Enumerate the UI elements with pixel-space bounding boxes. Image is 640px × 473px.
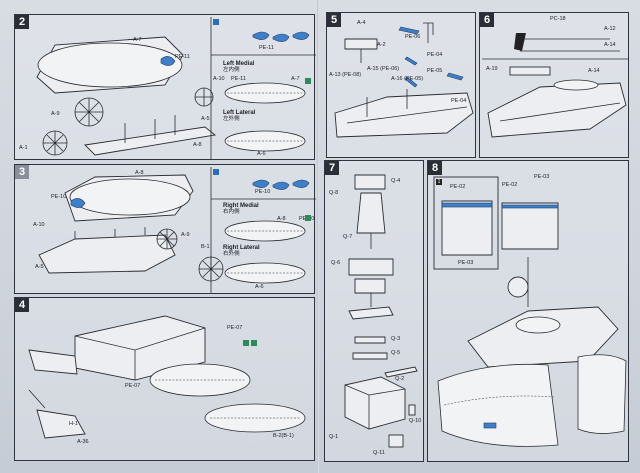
step-number: 4 [15,298,29,312]
part-label: A-4 [357,20,366,26]
step-number: 8 [428,161,442,175]
part-label: PE-04 [427,52,443,58]
part-label: A-2 [377,42,386,48]
step-8-panel: 8 1 PE-02 PE-03 PE-03 PE-02 [427,160,629,462]
part-label: A-1 [19,145,28,151]
part-label: A-9 [181,232,190,238]
step-3-panel: 3 A-8 PE-10 A-10 A-9 B-1 A-5 PE-10 Right… [14,164,316,294]
track-part-label: PE-11 [231,76,246,82]
part-label: PE-05 [427,68,443,74]
step-number: 5 [327,13,341,27]
part-label: Q-8 [329,190,339,196]
part-label: Q-11 [373,450,385,456]
step-3-drawing [38,167,316,293]
pe-part [160,56,176,66]
part-label: A-10 [213,76,225,82]
part-label: A-13 (PE-08) [329,72,362,78]
left-lateral-cn: 左外側 [223,116,240,122]
track-part-label: A-7 [291,76,300,82]
part-label: PE-07 [125,383,141,389]
step-5-drawing [334,22,474,138]
part-label: PE-11 [175,54,190,60]
pe-marker-icon [213,19,219,25]
step-8-drawing [433,176,627,447]
step-6-panel: 6 PC-18 A-12 A-14 A-14 A-19 [479,12,629,158]
part-label: PE-10 [51,194,67,200]
pe-marker-icon [243,340,249,346]
step-6-drawing [482,33,628,138]
step-number: 7 [325,161,339,175]
part-label: Q-5 [391,350,401,356]
part-label: A-14 [604,42,616,48]
pe-label: PE-10 [255,189,271,195]
part-label: A-10 [33,222,45,228]
track-part-label: A-8 [277,216,286,222]
pe-marker-icon [213,169,219,175]
step-7-panel: 7 Q-4 Q-8 Q-7 Q-6 Q-3 Q-5 Q-2 Q-1 Q-10 Q… [324,160,424,462]
right-medial-label: Right Medial [223,203,259,209]
step-7-drawing [344,174,418,448]
part-label: PE-02 [502,182,518,188]
part-label: A-9 [51,111,60,117]
track-part-label: A-6 [257,151,266,157]
track-part-label: A-6 [255,284,264,290]
part-label: A-15 (PE-06) [367,66,400,72]
part-label: Q-4 [391,178,401,184]
left-medial-label: Left Medial [223,61,255,67]
pe-label: PE-11 [259,45,274,51]
right-lateral-label: Right Lateral [223,245,260,251]
part-label: PC-18 [550,16,566,22]
part-label: H-1 [69,421,78,427]
step-number: 3 [15,165,29,179]
pe-marker-icon [305,78,311,84]
pe-marker-icon [305,215,311,221]
left-medial-cn: 左内側 [223,67,240,73]
page-fold [317,0,319,473]
part-label: A-12 [604,26,616,32]
part-label: A-5 [201,116,210,122]
part-label: B-2(B-1) [273,433,294,439]
right-lateral-cn: 右外側 [223,251,240,257]
step-2-panel: 2 A-7 PE-11 A-10 A-9 A-1 A-5 A-8 PE-11 L… [14,14,316,160]
part-label: PE-06 [405,34,421,40]
part-label: A-19 [486,66,498,72]
part-label: A-16 (PE-05) [391,76,424,82]
part-label: B-1 [201,244,210,250]
part-label: PE-07 [227,325,243,331]
part-label: Q-10 [409,418,422,424]
part-label: A-7 [133,37,142,43]
part-label: Q-6 [331,260,341,266]
part-label: A-8 [193,142,202,148]
step-4-panel: 4 PE-07 PE-07 H-1 A-36 B-2(B-1) [14,297,315,461]
part-label: PE-04 [451,98,467,104]
left-lateral-label: Left Lateral [223,110,256,116]
step-2-drawing [36,17,316,159]
step-4-drawing [28,315,306,439]
part-label: A-8 [135,170,144,176]
part-label: Q-7 [343,234,353,240]
part-label: A-5 [35,264,44,270]
part-label: Q-3 [391,336,401,342]
part-label: Q-1 [329,434,339,440]
step-number: 6 [480,13,494,27]
part-label: Q-2 [395,376,405,382]
sub-step-number: 1 [436,179,442,185]
right-medial-cn: 右内側 [223,209,240,215]
part-label: PE-03 [458,260,474,266]
pe-marker-icon [251,340,257,346]
step-number: 2 [15,15,29,29]
part-label: PE-02 [450,184,466,190]
part-label: A-14 [588,68,600,74]
part-label: PE-03 [534,174,550,180]
part-label: A-36 [77,439,89,445]
step-5-panel: 5 A-4 A-2 PE-06 A-13 (PE-08) A-15 (PE-06… [326,12,476,158]
